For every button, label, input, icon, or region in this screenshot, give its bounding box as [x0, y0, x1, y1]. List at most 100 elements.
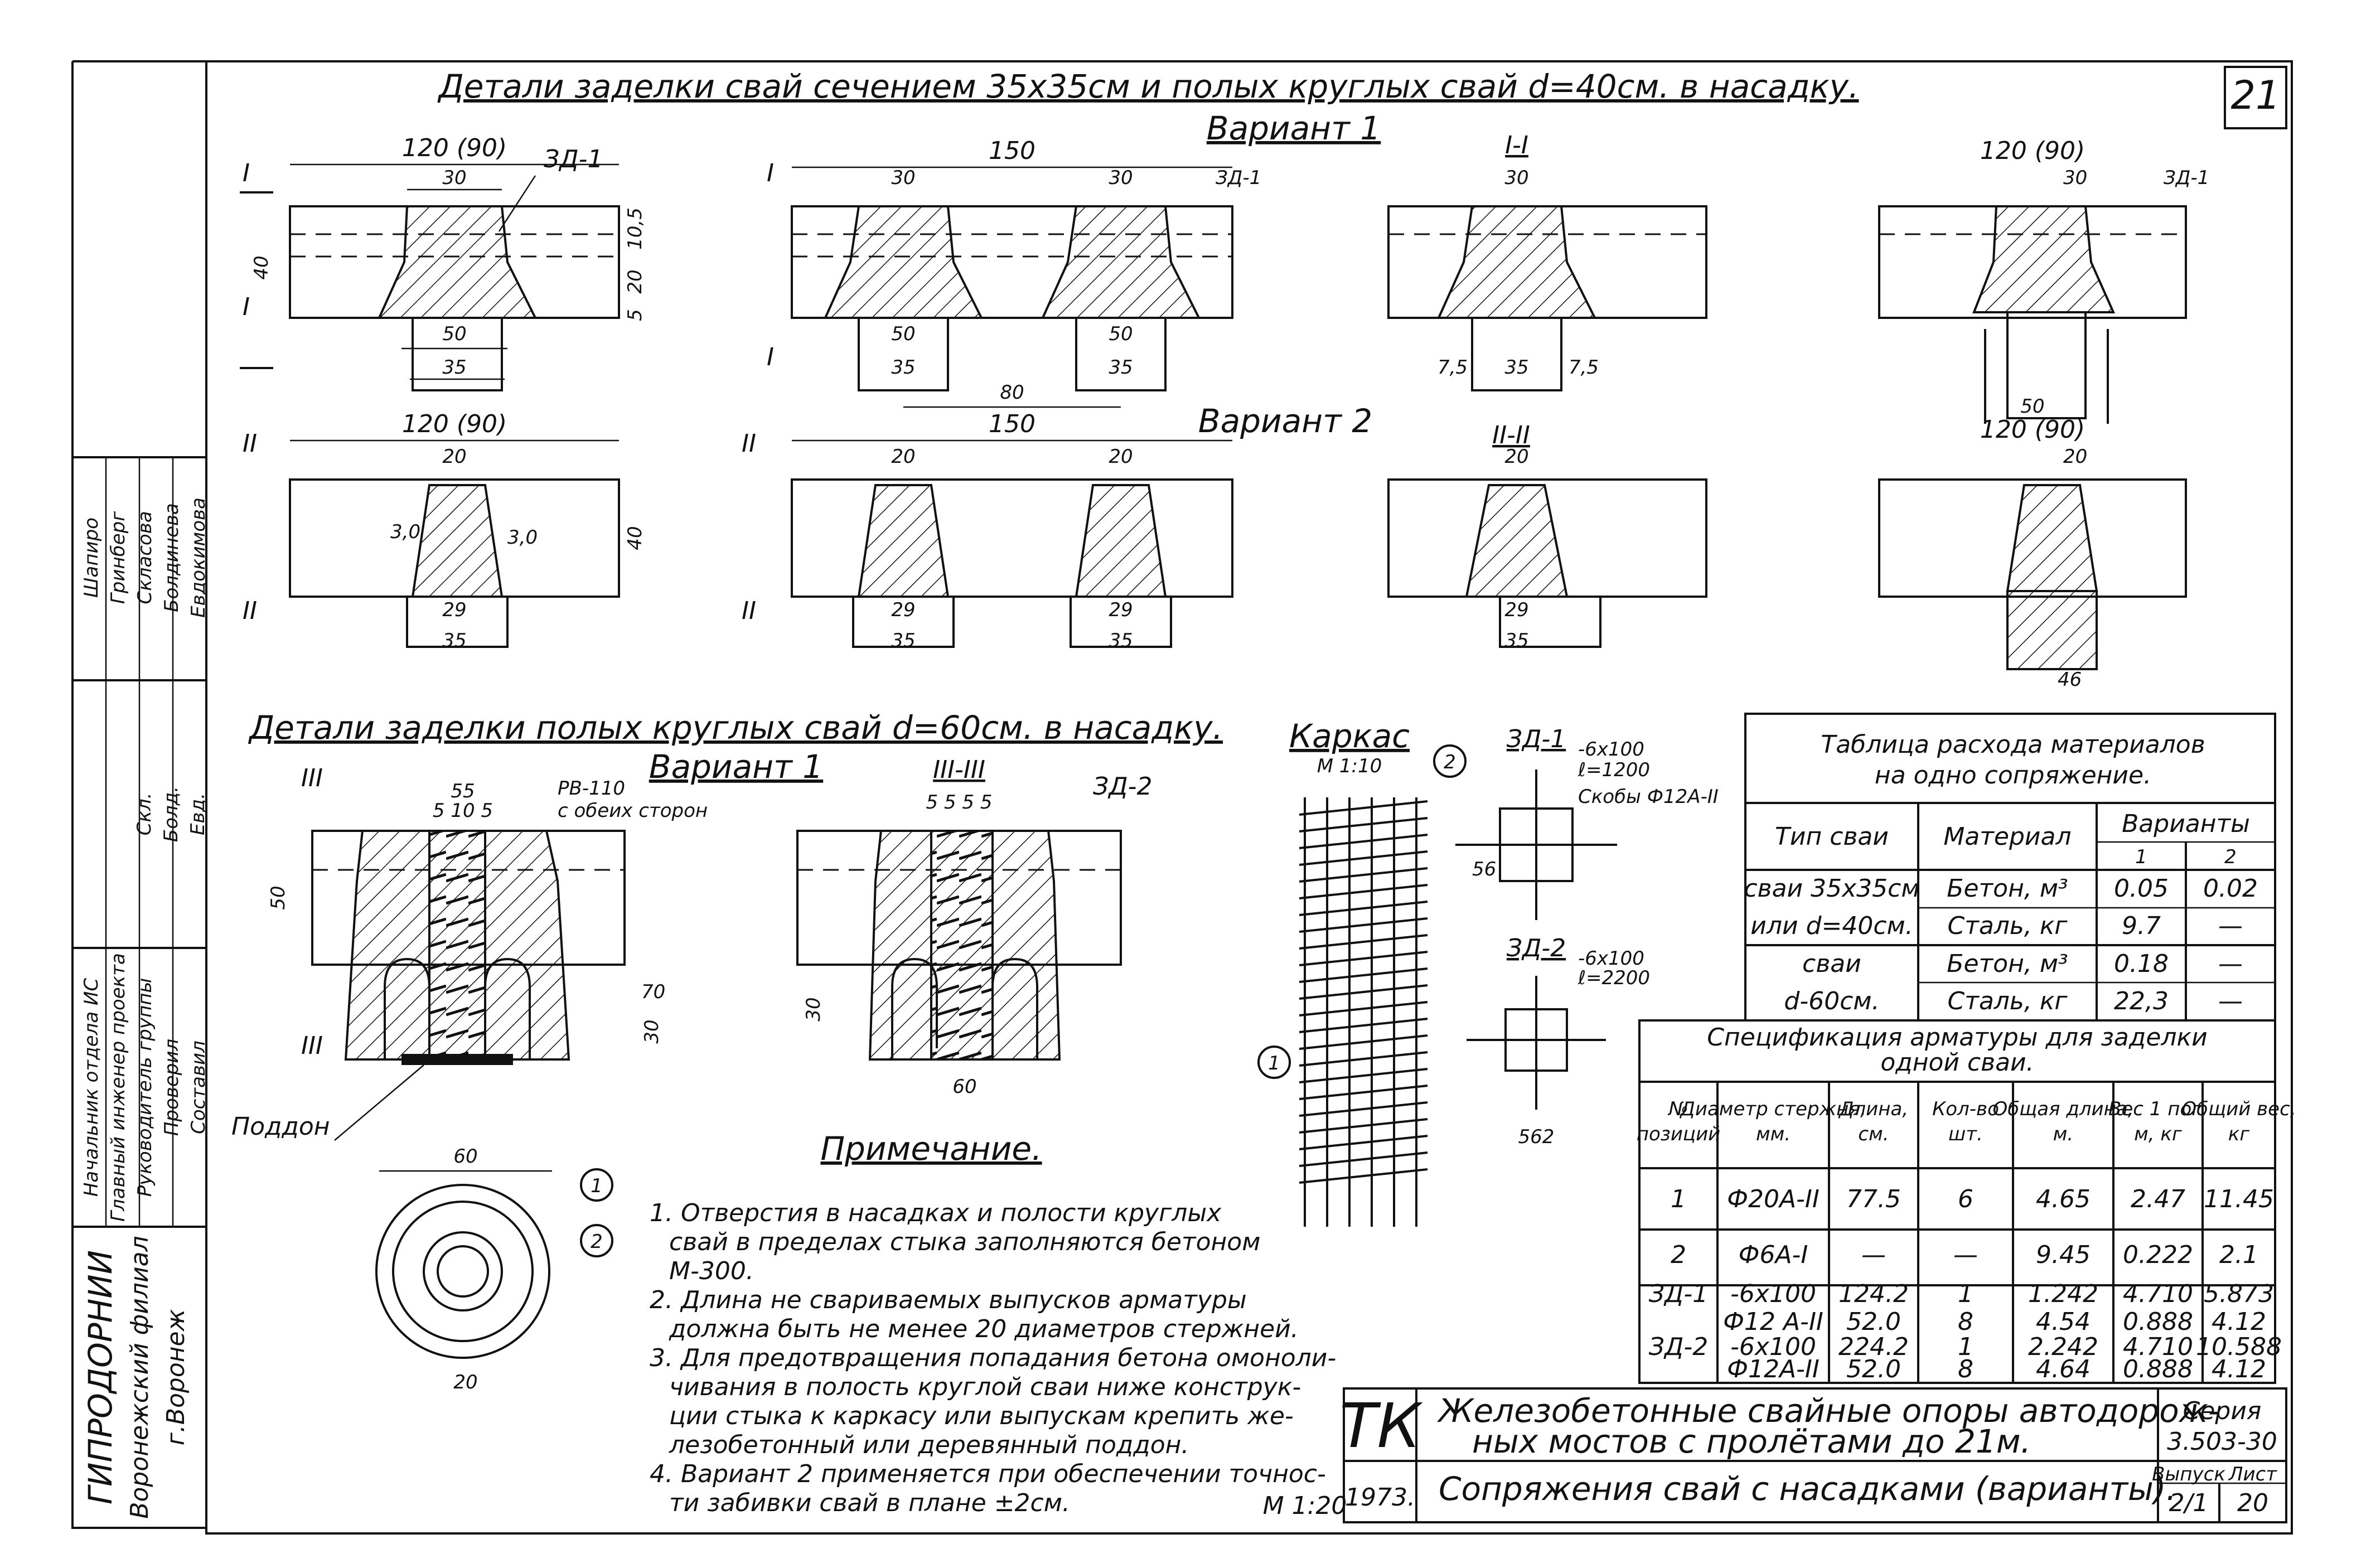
dim-3-0-e1: 3,0 [390, 521, 420, 543]
stamp-title-2: ных мостов с пролётами до 21м. [1472, 1422, 2031, 1460]
dim-80-b: 80 [1000, 381, 1024, 404]
note-line: чивания в полость круглой сваи ниже конс… [669, 1373, 1301, 1401]
karkas-spiral [1299, 951, 1428, 966]
mat-cell-type: сваи 35х35см [1744, 874, 1919, 903]
note-line: 1. Отверстия в насадках и полости круглы… [650, 1199, 1222, 1227]
dim-10-5-a: 10,5 [624, 207, 646, 250]
notes-block: Примечание. 1. Отверстия в насадках и по… [650, 1130, 1336, 1517]
side-signature: Скл. [133, 793, 156, 836]
rv-sublabel: с обеих сторон [558, 800, 708, 822]
dim-29-g: 29 [1504, 599, 1528, 621]
dim-7-5-c1: 7,5 [1438, 356, 1468, 379]
mat-h-var: Варианты [2122, 810, 2250, 838]
dim-20-e: 20 [442, 446, 466, 468]
mid-title: Детали заделки полых круглых свай d=60см… [248, 709, 1223, 747]
side-org-1: ГИПРОДОРНИИ [81, 1250, 119, 1504]
dim-35-g: 35 [1504, 630, 1528, 652]
spec-header: Общий вес, [2181, 1098, 2296, 1120]
spec-header: м, кг [2134, 1123, 2183, 1145]
materials-table: Таблица расхода материалов на одно сопря… [1744, 713, 2276, 1022]
scale-label: М 1:20 [1263, 1492, 1347, 1520]
dim-30-b2: 30 [1109, 167, 1133, 189]
d60-variant1: III 55 5 10 5 РВ-110 с обеих сторон 50 7… [231, 764, 708, 1141]
spec-cell: 1 [1958, 1280, 1973, 1308]
spec-cell: Ф12 А-II [1723, 1308, 1823, 1336]
dim-40-a: 40 [250, 255, 273, 279]
note-line: должна быть не менее 20 диаметров стержн… [669, 1315, 1299, 1343]
callout-1-plan: 1 [591, 1175, 603, 1197]
dim-150-f: 150 [989, 410, 1036, 438]
spec-header: Общая длина, [1992, 1098, 2133, 1120]
karkas-spiral [1299, 834, 1428, 849]
spec-cell: 1.242 [2028, 1280, 2098, 1308]
karkas-spiral [1299, 800, 1428, 816]
mat-cell-v2: 0.02 [2203, 874, 2258, 903]
dim-120-90-a: 120 (90) [402, 134, 507, 162]
spec-cell: 0.888 [2123, 1355, 2193, 1383]
spec-cell: 4.12 [2212, 1355, 2266, 1383]
callout-1-karkas: 1 [1268, 1052, 1280, 1075]
mat-cell-v1: 0.18 [2114, 950, 2169, 978]
spec-cell: 4.54 [2036, 1308, 2091, 1336]
mat-cell-v2: — [2218, 950, 2243, 978]
zd1-label-a: ЗД-1 [544, 145, 603, 173]
top-title: Детали заделки свай сечением 35х35см и п… [437, 67, 1859, 105]
dim-5-a: 5 [624, 309, 646, 321]
zd2-spec-2: ℓ=2200 [1578, 967, 1650, 989]
spec-cell: 4.710 [2123, 1280, 2193, 1308]
side-role: Руководитель группы [134, 978, 156, 1197]
mat-title-1: Таблица расхода материалов [1821, 730, 2205, 759]
karkas-spiral [1299, 1001, 1428, 1017]
dim-50-b1: 50 [891, 323, 915, 345]
stamp-seria: 3.503-30 [2167, 1427, 2277, 1456]
spec-cell: 0.888 [2123, 1308, 2193, 1336]
note-line: 3. Для предотвращения попадания бетона о… [650, 1344, 1336, 1372]
note-line: М-300. [669, 1257, 754, 1285]
dim-30-b1: 30 [891, 167, 915, 189]
dim-46-h: 46 [2058, 669, 2082, 691]
karkas-bars [1299, 797, 1428, 1227]
section-III-title: III-III [933, 756, 985, 784]
spec-cell: — [1861, 1241, 1886, 1269]
dim-29-f1: 29 [891, 599, 915, 621]
karkas-spiral [1299, 850, 1428, 866]
spec-cell: 8 [1958, 1308, 1973, 1336]
dim-50-a: 50 [442, 323, 466, 345]
mat-cell-type: сваи [1802, 950, 1861, 978]
spec-cell: 52.0 [1846, 1308, 1901, 1336]
spec-header: позиций [1637, 1123, 1721, 1145]
v2-detail-single: II 120 (90) 20 3,0 3,0 29 35 40 II [243, 410, 646, 652]
karkas-spiral [1299, 967, 1428, 983]
spec-cell: 2.242 [2028, 1333, 2098, 1361]
zd1-spec-3: Скобы Ф12А-II [1578, 786, 1719, 808]
side-role: Главный инженер проекта [107, 953, 129, 1222]
section-mark-I-top: I [243, 159, 250, 187]
side-org-2: Воронежский филиал [125, 1236, 154, 1518]
rv-label: РВ-110 [558, 777, 625, 800]
spec-cell: 2 [1671, 1241, 1686, 1269]
dim-29-f2: 29 [1109, 599, 1133, 621]
side-name: Скласова [134, 511, 156, 604]
side-signature: Евд. [187, 793, 209, 835]
section-III-III: III-III 5 5 5 5 ЗД-2 60 30 [796, 756, 1152, 1098]
spec-title-2: одной сваи. [1880, 1048, 2034, 1077]
section-mark-I-b-bot: I [767, 343, 774, 371]
zd2-detail: ЗД-2 -6x100 ℓ=2200 562 [1467, 934, 1650, 1148]
spec-header: кг [2228, 1123, 2251, 1145]
zd1-spec-1: -6x100 [1578, 738, 1644, 761]
spec-cell: 4.12 [2212, 1308, 2266, 1336]
spec-header: Вес 1 пог. [2108, 1098, 2208, 1120]
spec-cell: ЗД-1 [1649, 1280, 1708, 1308]
v1-round-pile-40: 120 (90) 30 ЗД-1 50 [1878, 137, 2209, 424]
spec-header: Диаметр стержня, [1679, 1098, 1866, 1120]
dim-50-b2: 50 [1109, 323, 1133, 345]
mat-cell-v1: 9.7 [2122, 912, 2161, 940]
dim-20-h: 20 [2063, 446, 2087, 468]
side-role: Составил [187, 1041, 210, 1134]
mat-cell-material: Бетон, м³ [1947, 874, 2068, 903]
dim-35-e: 35 [442, 630, 466, 652]
note-line: лезобетонный или деревянный поддон. [669, 1431, 1189, 1459]
side-name: Гринберг [107, 511, 129, 604]
dim-55-i: 55 [451, 780, 475, 802]
